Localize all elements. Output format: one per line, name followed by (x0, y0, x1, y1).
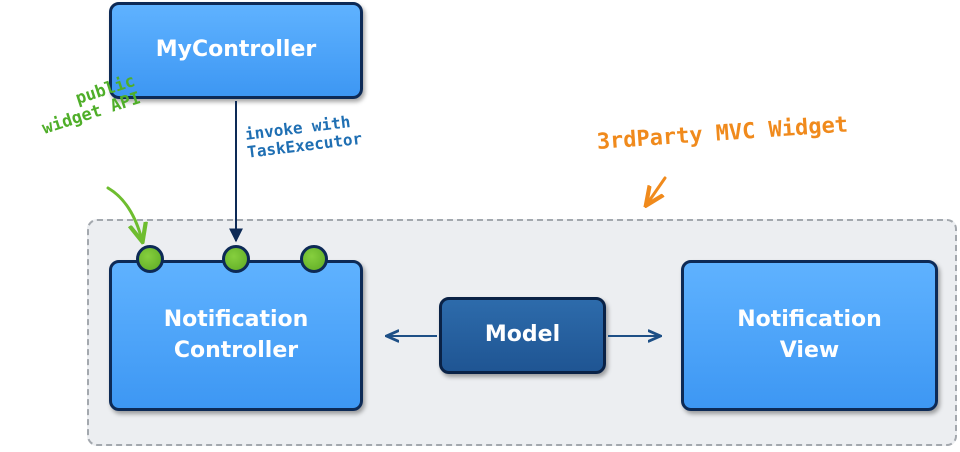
my-controller-node: MyController (109, 2, 363, 99)
api-port-1 (136, 245, 164, 273)
public-api-pointer-arrow (106, 186, 142, 240)
model-node: Model (439, 297, 606, 374)
api-port-3 (300, 245, 328, 273)
api-port-2 (222, 245, 250, 273)
notification-view-label: Notification View (737, 306, 882, 363)
notification-view-node: Notification View (681, 260, 938, 411)
model-label: Model (484, 322, 561, 348)
my-controller-label: MyController (155, 37, 317, 63)
notification-controller-label: Notification Controller (163, 306, 309, 363)
widget-label-pointer-arrow (647, 176, 667, 204)
notification-controller-node: Notification Controller (109, 260, 363, 411)
